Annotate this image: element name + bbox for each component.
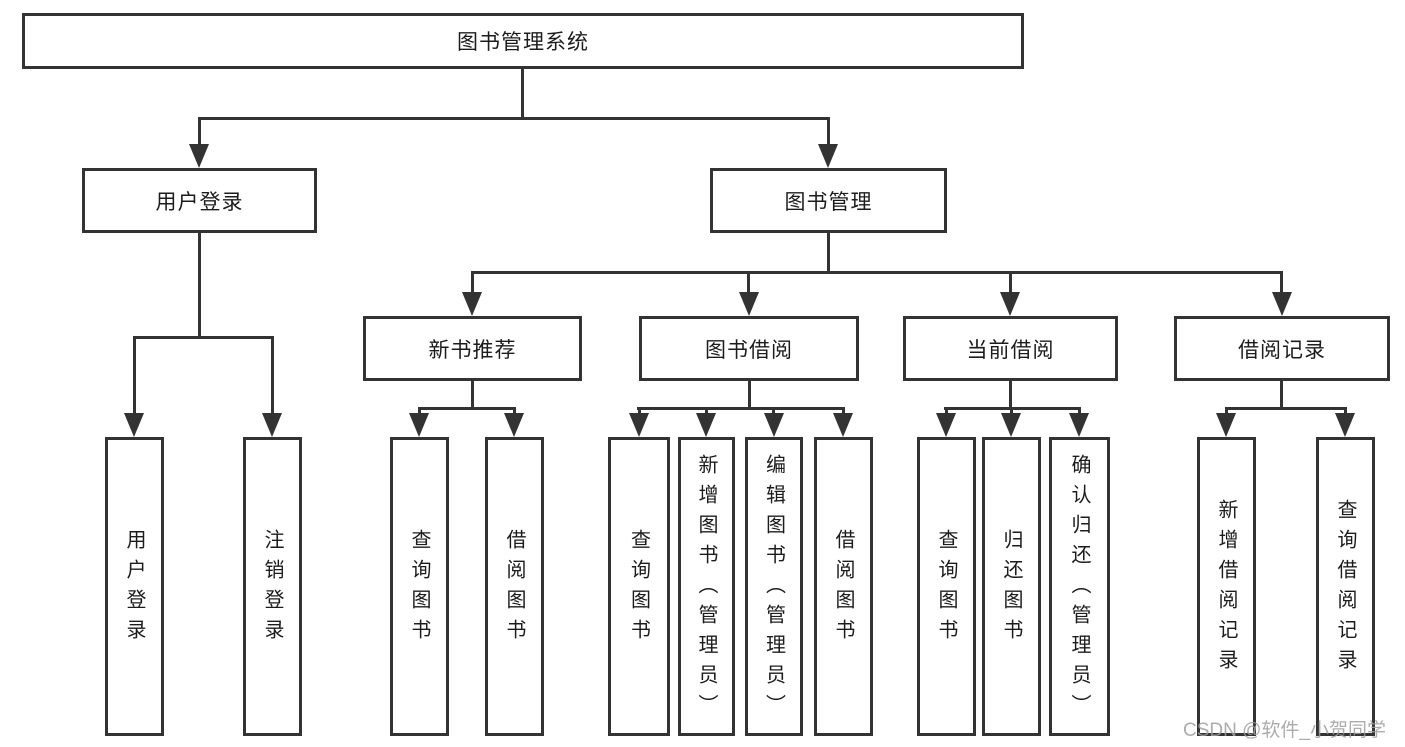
arrowhead-to-cb-leaf2 xyxy=(1001,413,1021,437)
leaf-bb-add-books-admin: 新增图书（管理员） xyxy=(678,437,735,736)
connector-stem-bb-leaf4 xyxy=(842,407,845,417)
connector-stem-logout-leaf xyxy=(271,336,274,416)
arrowhead-to-bb-leaf4 xyxy=(833,413,853,437)
node-library-management-system: 图书管理系统 xyxy=(22,13,1024,69)
node-current-borrowing: 当前借阅 xyxy=(903,316,1118,381)
leaf-br-add-borrow-record: 新增借阅记录 xyxy=(1197,437,1256,736)
arrowhead-to-bb-leaf3 xyxy=(764,413,784,437)
arrowhead-to-br-leaf1 xyxy=(1216,413,1236,437)
node-book-management: 图书管理 xyxy=(710,168,947,233)
connector-current-borrow-down xyxy=(1009,381,1012,410)
leaf-bb-edit-books-admin: 编辑图书（管理员） xyxy=(745,437,803,736)
connector-new-book-split xyxy=(418,407,515,410)
connector-book-borrow-split xyxy=(637,407,844,410)
arrowhead-to-user-login xyxy=(189,144,209,168)
arrowhead-to-current-borrow xyxy=(1000,292,1020,316)
connector-stem-book-management xyxy=(827,117,830,150)
watermark-text: CSDN @软件_小贺同学 xyxy=(1183,720,1386,741)
connector-stem-book-borrow xyxy=(747,271,750,297)
leaf-bb-query-books: 查询图书 xyxy=(608,437,670,736)
node-book-borrowing: 图书借阅 xyxy=(639,316,859,381)
connector-user-login-down xyxy=(198,233,201,339)
connector-stem-cb-leaf2 xyxy=(1010,407,1013,417)
arrowhead-to-cb-leaf3 xyxy=(1069,413,1089,437)
leaf-nb-query-books: 查询图书 xyxy=(390,437,449,736)
connector-stem-br-leaf1 xyxy=(1225,407,1228,417)
connector-root-stem xyxy=(521,69,524,120)
connector-stem-borrow-records xyxy=(1280,271,1283,297)
arrowhead-to-book-borrow xyxy=(739,292,759,316)
connector-new-book-down xyxy=(471,381,474,410)
arrowhead-to-borrow-records xyxy=(1272,292,1292,316)
connector-stem-bb-leaf3 xyxy=(772,407,775,417)
connector-stem-user-login xyxy=(198,117,201,150)
connector-stem-new-book xyxy=(471,271,474,297)
connector-stem-cb-leaf3 xyxy=(1078,407,1081,417)
leaf-cb-confirm-return-admin: 确认归还（管理员） xyxy=(1049,437,1110,736)
leaf-user-login: 用户登录 xyxy=(105,437,164,736)
arrowhead-to-nb-leaf1 xyxy=(409,413,429,437)
leaf-bb-borrow-books: 借阅图书 xyxy=(814,437,873,736)
node-borrowing-records: 借阅记录 xyxy=(1174,316,1390,381)
connector-level3-split xyxy=(471,271,1283,274)
connector-stem-login-leaf xyxy=(133,336,136,416)
arrowhead-to-bb-leaf1 xyxy=(629,413,649,437)
arrowhead-to-cb-leaf1 xyxy=(936,413,956,437)
connector-level2-split xyxy=(198,117,830,120)
connector-stem-cb-leaf1 xyxy=(945,407,948,417)
connector-stem-bb-leaf1 xyxy=(638,407,641,417)
leaf-cb-return-books: 归还图书 xyxy=(982,437,1041,736)
connector-stem-nb-leaf1 xyxy=(418,407,421,417)
connector-book-borrow-down xyxy=(748,381,751,410)
leaf-logout: 注销登录 xyxy=(243,437,302,736)
node-new-book-recommendation: 新书推荐 xyxy=(363,316,582,381)
connector-user-login-split xyxy=(133,336,274,339)
arrowhead-to-logout-leaf xyxy=(262,413,282,437)
leaf-nb-borrow-books: 借阅图书 xyxy=(485,437,544,736)
connector-book-management-down xyxy=(827,233,830,274)
arrowhead-to-br-leaf2 xyxy=(1335,413,1355,437)
arrowhead-to-bb-leaf2 xyxy=(696,413,716,437)
leaf-br-query-borrow-record: 查询借阅记录 xyxy=(1316,437,1375,736)
connector-borrow-records-split xyxy=(1225,407,1346,410)
connector-stem-nb-leaf2 xyxy=(513,407,516,417)
arrowhead-to-nb-leaf2 xyxy=(504,413,524,437)
arrowhead-to-new-book xyxy=(462,292,482,316)
connector-stem-br-leaf2 xyxy=(1344,407,1347,417)
connector-stem-current-borrow xyxy=(1009,271,1012,297)
leaf-cb-query-books: 查询图书 xyxy=(917,437,976,736)
arrowhead-to-login-leaf xyxy=(124,413,144,437)
connector-stem-bb-leaf2 xyxy=(705,407,708,417)
node-user-login: 用户登录 xyxy=(82,168,317,233)
arrowhead-to-book-management xyxy=(818,144,838,168)
connector-borrow-records-down xyxy=(1280,381,1283,410)
